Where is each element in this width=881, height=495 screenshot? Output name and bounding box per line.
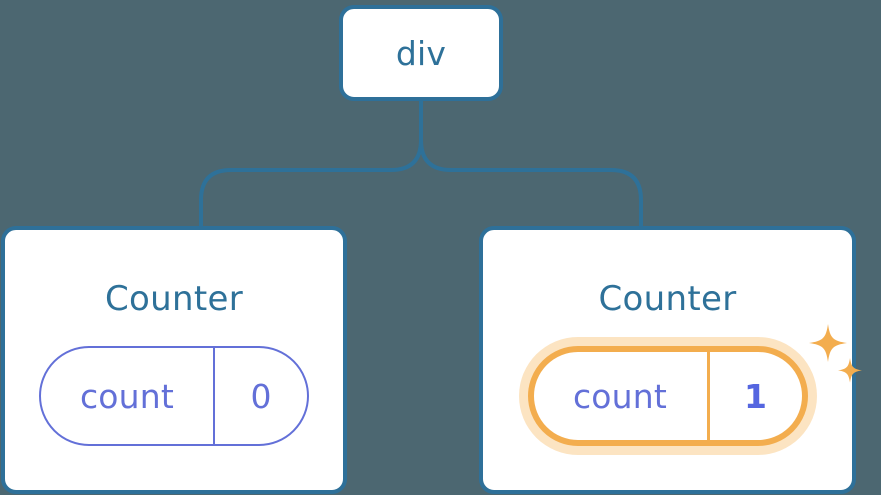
edge-root-to-counter-right (419, 99, 643, 230)
sparkle-small-icon (837, 358, 862, 383)
state-pill-wrapper-right: count 1 (527, 324, 862, 446)
state-pill-wrapper-left: count 0 (39, 346, 309, 446)
state-key-left: count (79, 376, 175, 416)
state-pill-divider-right (706, 352, 710, 440)
state-pill-left[interactable]: count 0 (39, 346, 309, 446)
node-div-label: div (395, 33, 447, 73)
node-div[interactable]: div (339, 5, 503, 101)
node-counter-right-title: Counter (598, 279, 737, 319)
node-counter-left-title: Counter (105, 279, 243, 319)
state-pill-divider-left (213, 348, 215, 444)
edge-root-to-counter-left (199, 99, 423, 230)
state-value-right: 1 (744, 376, 767, 416)
node-counter-left[interactable]: Counter count 0 (1, 226, 347, 494)
node-counter-right[interactable]: Counter count 1 (479, 226, 862, 494)
state-key-right: count (572, 376, 668, 416)
state-value-left: 0 (250, 376, 272, 416)
state-pill-right[interactable]: count 1 (527, 346, 808, 446)
sparkle-large-icon (808, 324, 847, 362)
sparkle-group (808, 324, 862, 383)
